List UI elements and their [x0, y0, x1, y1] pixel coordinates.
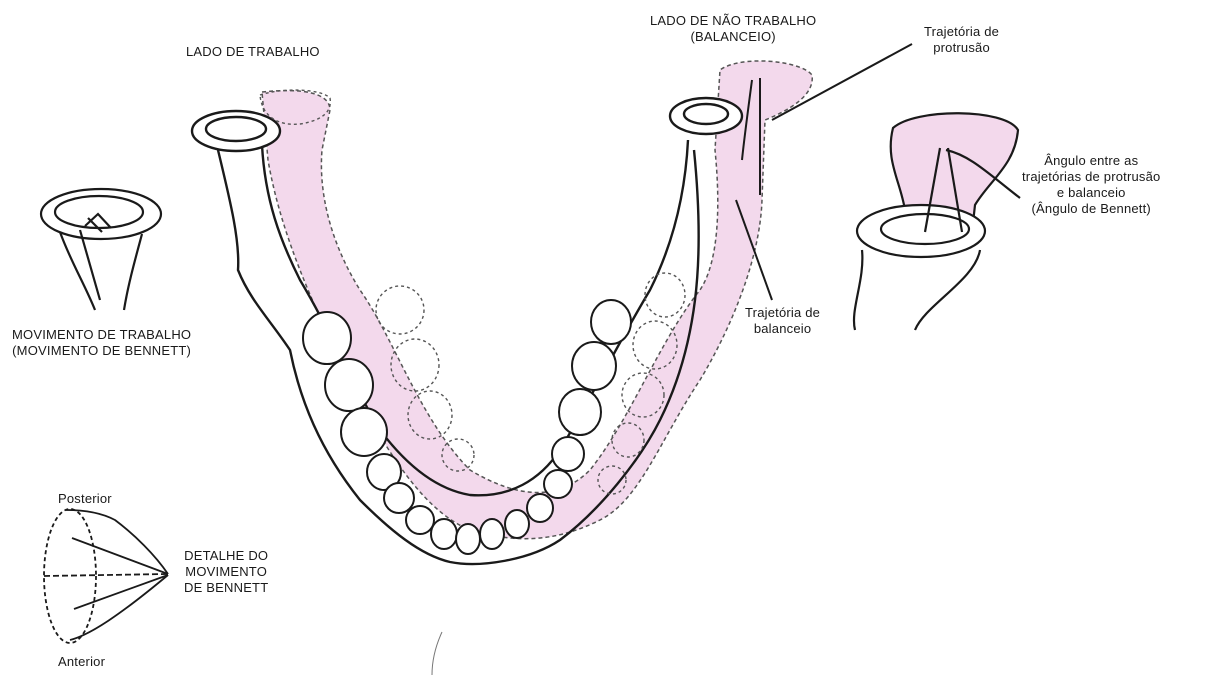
bennett-angle-condyle-icon [854, 113, 1020, 330]
bennett-angle-label: Ângulo entre as trajetórias de protrusão… [1022, 153, 1160, 217]
anterior-label: Anterior [58, 654, 105, 670]
bennett-detail-label: DETALHE DO MOVIMENTO DE BENNETT [184, 548, 268, 596]
working-side-label: LADO DE TRABALHO [186, 44, 320, 60]
shifted-mandible-shadow [262, 61, 812, 539]
balance-path-label: Trajetória de balanceio [745, 305, 820, 337]
non-working-side-label: LADO DE NÃO TRABALHO (BALANCEIO) [650, 13, 816, 45]
stray-mark [432, 632, 442, 675]
working-movement-label: MOVIMENTO DE TRABALHO (MOVIMENTO DE BENN… [12, 327, 191, 359]
protrusion-path-label: Trajetória de protrusão [924, 24, 999, 56]
posterior-label: Posterior [58, 491, 112, 507]
working-condyle-icon [41, 189, 161, 310]
bennett-cone-detail [44, 509, 168, 643]
